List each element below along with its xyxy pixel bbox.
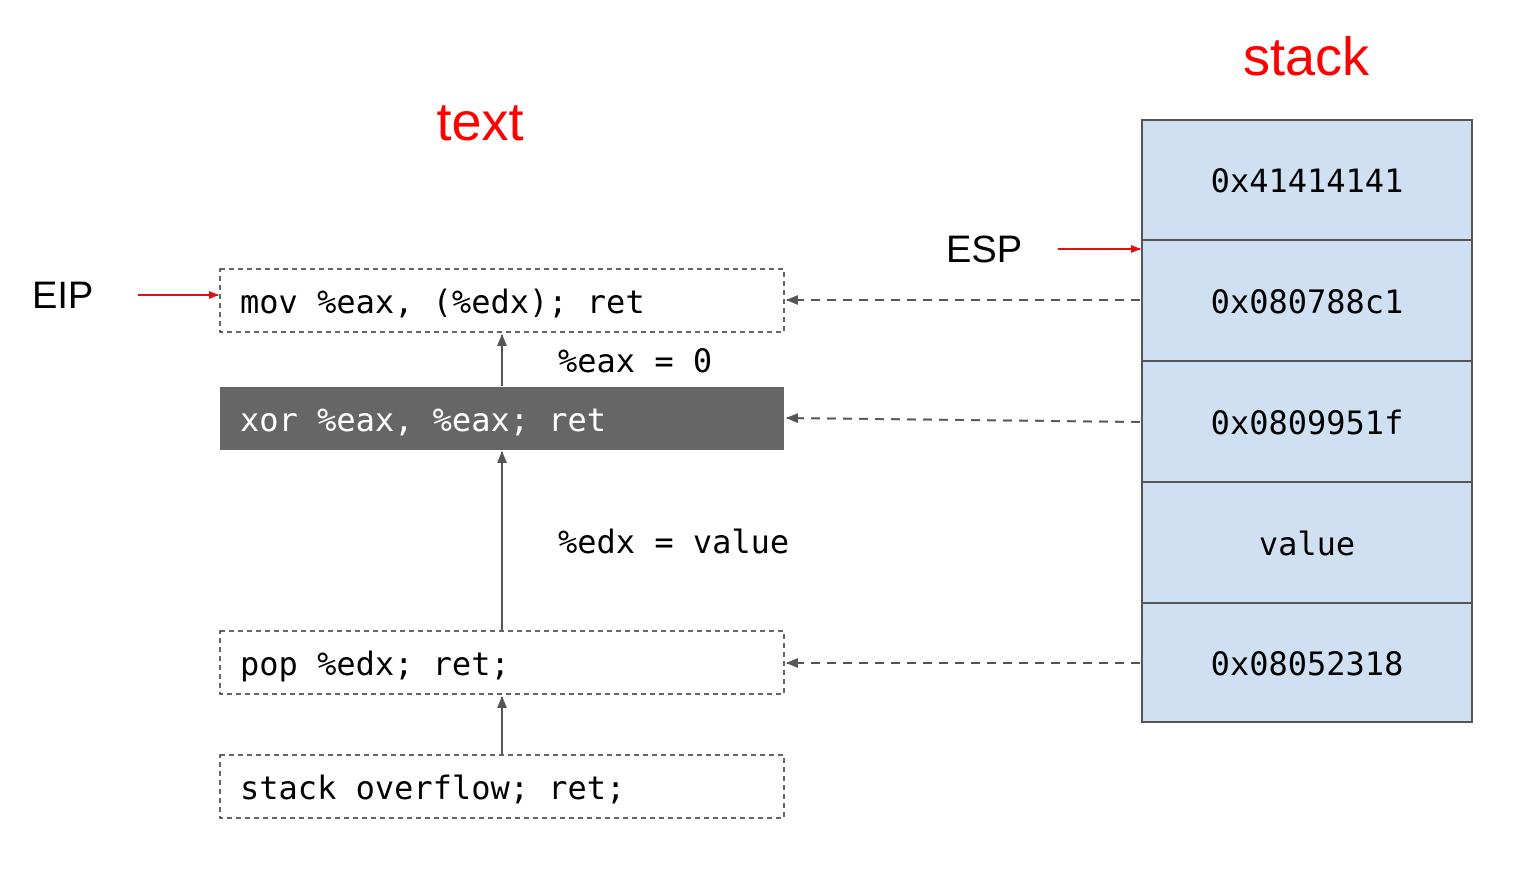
eip-label: EIP bbox=[32, 275, 93, 317]
stack-cell-text: 0x080788c1 bbox=[1211, 283, 1404, 321]
gadget-stack-overflow: stack overflow; ret; bbox=[219, 754, 785, 819]
gadget-pop: pop %edx; ret; bbox=[219, 630, 785, 695]
stack-cell bbox=[1141, 360, 1473, 483]
stack-cell bbox=[1141, 481, 1473, 604]
text-section-title: text bbox=[436, 92, 523, 152]
stack-column: 0x41414141 0x080788c1 0x0809951f value 0… bbox=[1141, 119, 1473, 723]
gadget-pop-text: pop %edx; ret; bbox=[240, 645, 510, 683]
stack-cell bbox=[1141, 239, 1473, 362]
gadget-mov-text: mov %eax, (%edx); ret bbox=[240, 283, 645, 321]
stack-cell-text: 0x0809951f bbox=[1211, 404, 1404, 442]
stack-cell-text: value bbox=[1259, 525, 1355, 563]
stack-cell bbox=[1141, 119, 1473, 241]
stack-section-title: stack bbox=[1243, 27, 1370, 87]
eax-annotation: %eax = 0 bbox=[558, 342, 712, 380]
edx-annotation: %edx = value bbox=[558, 523, 789, 561]
gadget-xor-text: xor %eax, %eax; ret bbox=[240, 401, 606, 439]
gadget-mov: mov %eax, (%edx); ret bbox=[219, 268, 785, 333]
stack-cell-text: 0x41414141 bbox=[1211, 162, 1404, 200]
gadget-stack-overflow-text: stack overflow; ret; bbox=[240, 769, 625, 807]
stack-cell bbox=[1141, 602, 1473, 723]
gadget-xor-active: xor %eax, %eax; ret bbox=[220, 387, 784, 450]
esp-label: ESP bbox=[946, 229, 1022, 271]
dashed-arrow-stack-to-xor bbox=[786, 413, 1141, 424]
stack-cell-text: 0x08052318 bbox=[1211, 645, 1404, 683]
